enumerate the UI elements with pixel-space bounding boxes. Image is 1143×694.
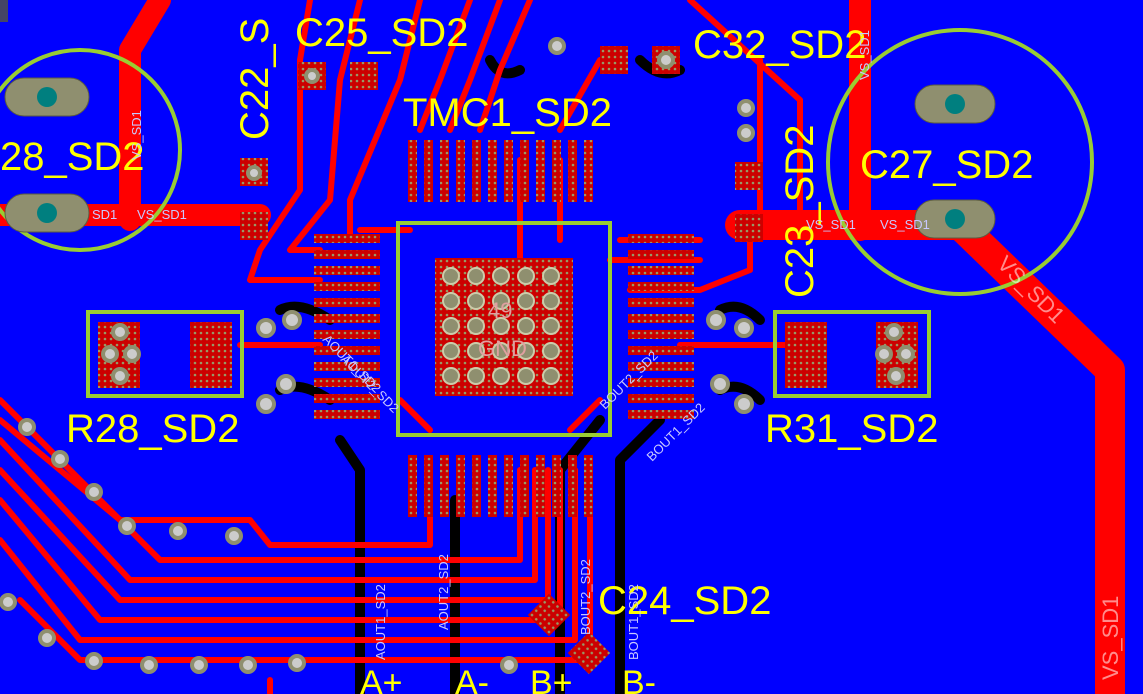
c25-label: C25_SD2 (295, 11, 468, 55)
net-label-aout2: AOUT2_SD2 (436, 554, 451, 630)
pin-a-plus: A+ (360, 664, 403, 694)
ic-bottom-pins (408, 455, 593, 517)
pin-b-minus: B- (622, 664, 656, 694)
c28-outline (0, 48, 182, 252)
c27-pads (914, 84, 996, 239)
r31-label: R31_SD2 (765, 407, 938, 451)
pin-a-minus: A- (455, 664, 489, 694)
net-label-vs-sd1: VS_SD1 (857, 30, 872, 80)
ep-number: 49 (488, 298, 512, 323)
c32-label: C32_SD2 (693, 23, 866, 67)
c28-pads (4, 77, 90, 233)
net-label-vs-sd1: VS_SD1 (129, 110, 144, 160)
ic-outline (396, 221, 612, 437)
net-label-vs-sd1: VS_SD1 (880, 217, 930, 232)
net-label-bout1: BOUT1_SD2 (626, 584, 641, 660)
r31-outline (773, 310, 931, 398)
c23-label: C23_SD2 (778, 125, 822, 298)
net-label-aout1: AOUT1_SD2 (373, 584, 388, 660)
ic-right-pins (628, 234, 694, 419)
ep-net-name: GND (478, 336, 527, 361)
c22-label: C22_S (233, 18, 277, 140)
pin-b-plus: B+ (530, 664, 573, 694)
ic-left-pins (314, 234, 380, 419)
ic-exposed-pad (435, 258, 573, 396)
tmc1-label: TMC1_SD2 (403, 91, 612, 135)
c27-label: C27_SD2 (860, 143, 1033, 187)
c28-label: 28_SD2 (0, 135, 145, 179)
net-label-vs-sd1: VS_SD1 (1098, 596, 1123, 680)
r28-outline (86, 310, 244, 398)
vias (0, 37, 915, 674)
ic-top-pins (408, 140, 593, 202)
corner-marker (0, 0, 8, 22)
c24-label: C24_SD2 (598, 579, 771, 623)
c27-outline (826, 28, 1094, 296)
r28-label: R28_SD2 (66, 407, 239, 451)
net-label-sd1: SD1 (92, 207, 117, 222)
net-label-bout2: BOUT2_SD2 (578, 559, 593, 635)
net-label-vs-sd1: VS_SD1 (137, 207, 187, 222)
net-label-vs-sd1: VS_SD1 (806, 217, 856, 232)
